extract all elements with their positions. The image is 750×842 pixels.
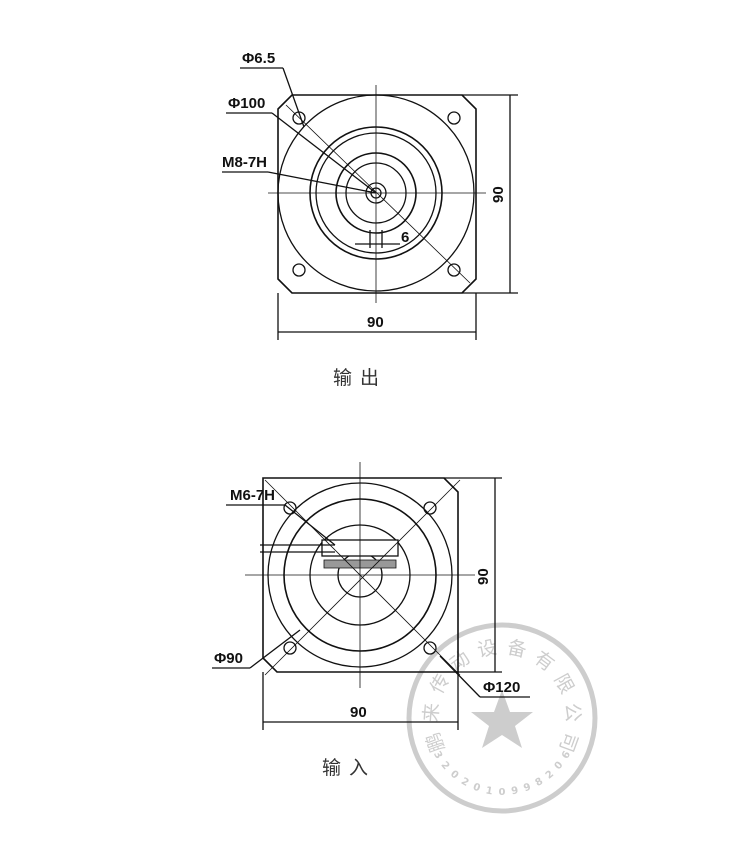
stamp-number-char: 9 bbox=[511, 785, 520, 797]
stamp-number-char: 2 bbox=[544, 769, 556, 782]
input-pcd-label: Φ120 bbox=[483, 679, 520, 696]
input-flange-view bbox=[212, 462, 530, 730]
stamp-number-char: 0 bbox=[553, 760, 566, 772]
stamp-number-char: 0 bbox=[448, 769, 460, 782]
height-label: 90 bbox=[490, 186, 507, 203]
input-thread-label: M6-7H bbox=[230, 487, 275, 504]
stamp-number-char: 6 bbox=[560, 749, 573, 761]
stamp-number-char: 1 bbox=[485, 785, 494, 797]
stamp-char: 限 bbox=[550, 670, 578, 697]
pilot-label: Φ90 bbox=[214, 650, 243, 667]
input-caption: 输入 bbox=[322, 757, 376, 779]
stamp-char: 公 bbox=[561, 702, 584, 723]
thread-label: M8-7H bbox=[222, 154, 267, 171]
stamp-number-char: 0 bbox=[499, 787, 506, 798]
stamp-char: 鹏 bbox=[422, 729, 449, 754]
stamp-number-char: 9 bbox=[522, 782, 532, 795]
stamp-char: 传 bbox=[426, 670, 454, 697]
pcd-label: Φ100 bbox=[228, 95, 265, 112]
stamp-number-char: 2 bbox=[438, 760, 451, 772]
stamp-number-char: 0 bbox=[471, 782, 481, 795]
key-label: 6 bbox=[401, 229, 409, 246]
bolt-hole-label: Φ6.5 bbox=[242, 50, 275, 67]
stamp-char: 来 bbox=[420, 702, 443, 723]
output-flange-view bbox=[222, 67, 518, 340]
stamp-number-char: 2 bbox=[459, 776, 471, 789]
input-height-label: 90 bbox=[475, 568, 492, 585]
stamp-number-char: 8 bbox=[533, 776, 545, 789]
stamp-number-char: 3 bbox=[431, 749, 444, 761]
stamp-char: 有 bbox=[530, 647, 558, 676]
stamp-char: 设 bbox=[475, 636, 498, 662]
input-width-label: 90 bbox=[350, 704, 367, 721]
width-label: 90 bbox=[367, 314, 384, 331]
stamp-char: 备 bbox=[505, 636, 528, 662]
stamp-char: 司 bbox=[555, 729, 582, 754]
output-caption: 输出 bbox=[333, 367, 387, 389]
